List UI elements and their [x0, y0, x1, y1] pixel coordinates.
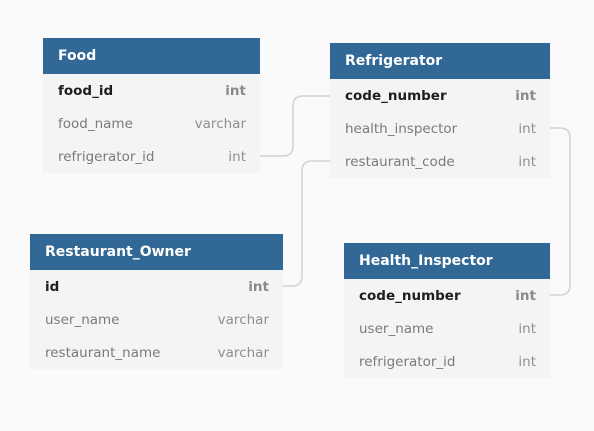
field-type: int: [518, 353, 536, 370]
field-type: varchar: [217, 344, 269, 361]
field-name: user_name: [359, 320, 434, 337]
field-type: int: [515, 87, 536, 104]
table-restaurant-owner[interactable]: Restaurant_Owner id int user_name varcha…: [30, 234, 283, 369]
field-type: int: [518, 320, 536, 337]
table-refrigerator-header[interactable]: Refrigerator: [330, 43, 550, 79]
field-name: health_inspector: [345, 120, 458, 137]
field-name: restaurant_name: [45, 344, 161, 361]
field-type: int: [515, 287, 536, 304]
field-name: refrigerator_id: [359, 353, 456, 370]
field-row[interactable]: code_number int: [330, 79, 550, 112]
field-name: code_number: [359, 287, 461, 304]
field-type: varchar: [194, 115, 246, 132]
field-row[interactable]: user_name varchar: [30, 303, 283, 336]
table-food-header[interactable]: Food: [43, 38, 260, 74]
field-name: food_id: [58, 82, 114, 99]
field-name: food_name: [58, 115, 133, 132]
field-type: int: [228, 148, 246, 165]
field-name: id: [45, 278, 60, 295]
field-row[interactable]: food_id int: [43, 74, 260, 107]
relation-food-refrigerator[interactable]: [260, 95, 330, 157]
field-row[interactable]: user_name int: [344, 312, 550, 345]
field-type: int: [518, 153, 536, 170]
field-row[interactable]: refrigerator_id int: [344, 345, 550, 378]
field-row[interactable]: food_name varchar: [43, 107, 260, 140]
relation-refrigerator-health-inspector[interactable]: [550, 127, 571, 296]
field-type: int: [225, 82, 246, 99]
field-type: int: [248, 278, 269, 295]
table-food[interactable]: Food food_id int food_name varchar refri…: [43, 38, 260, 173]
relation-refrigerator-restaurant-owner[interactable]: [283, 160, 330, 287]
table-restaurant-owner-header[interactable]: Restaurant_Owner: [30, 234, 283, 270]
field-name: refrigerator_id: [58, 148, 155, 165]
field-row[interactable]: id int: [30, 270, 283, 303]
field-row[interactable]: refrigerator_id int: [43, 140, 260, 173]
table-health-inspector[interactable]: Health_Inspector code_number int user_na…: [344, 243, 550, 378]
field-type: varchar: [217, 311, 269, 328]
field-row[interactable]: code_number int: [344, 279, 550, 312]
field-name: restaurant_code: [345, 153, 455, 170]
field-name: code_number: [345, 87, 447, 104]
field-row[interactable]: restaurant_name varchar: [30, 336, 283, 369]
field-row[interactable]: restaurant_code int: [330, 145, 550, 178]
table-refrigerator[interactable]: Refrigerator code_number int health_insp…: [330, 43, 550, 178]
field-type: int: [518, 120, 536, 137]
table-health-inspector-header[interactable]: Health_Inspector: [344, 243, 550, 279]
field-name: user_name: [45, 311, 120, 328]
field-row[interactable]: health_inspector int: [330, 112, 550, 145]
